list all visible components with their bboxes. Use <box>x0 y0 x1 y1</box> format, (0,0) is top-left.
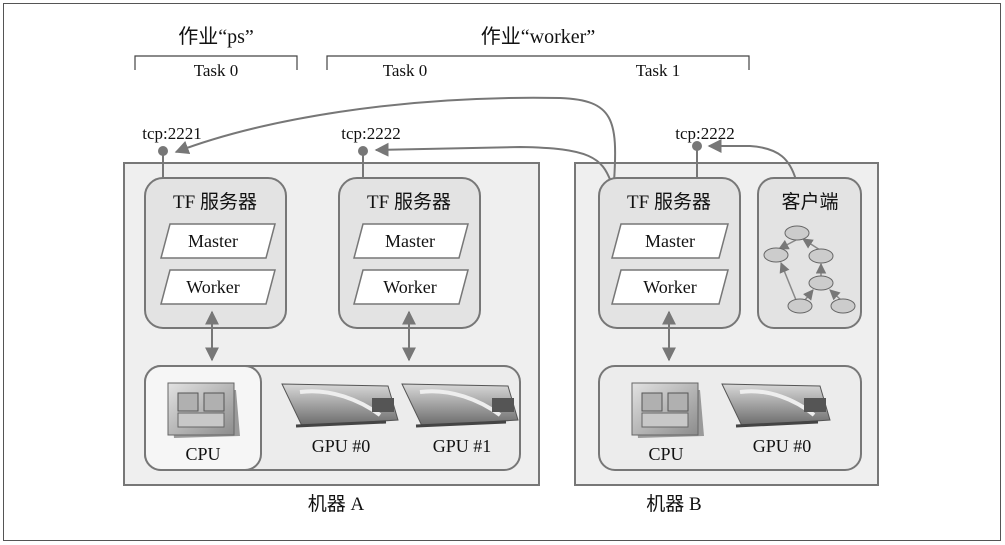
server-a-worker-master: Master <box>385 231 435 251</box>
job-worker-task-1: Task 1 <box>636 61 681 80</box>
client-graph-icon <box>763 225 856 314</box>
machine-b-gpu0-label: GPU #0 <box>753 436 812 456</box>
outer-frame <box>3 3 1001 541</box>
machine-b-cpu-icon <box>631 382 704 438</box>
client-title: 客户端 <box>781 191 838 213</box>
job-worker-task-0: Task 0 <box>383 61 428 80</box>
port-dot-a-ps <box>158 146 168 156</box>
machine-a-gpu1-icon <box>401 383 519 428</box>
port-dot-b-worker <box>692 141 702 151</box>
machine-a-gpu0-label: GPU #0 <box>312 436 371 456</box>
server-b-worker-worker: Worker <box>643 277 697 297</box>
server-a-ps-master: Master <box>188 231 238 251</box>
job-worker-bracket <box>326 55 750 70</box>
machine-b-label: 机器 B <box>646 493 701 515</box>
port-label-a-ps: tcp:2221 <box>142 124 202 143</box>
server-b-worker-worker-box <box>611 269 729 305</box>
server-a-ps-worker: Worker <box>186 277 240 297</box>
server-a-worker-master-box <box>353 223 469 259</box>
job-ps-bracket <box>134 55 298 70</box>
server-a-ps-worker-box <box>160 269 276 305</box>
job-worker-title: 作业“worker” <box>481 25 595 48</box>
port-label-a-worker: tcp:2222 <box>341 124 401 143</box>
server-a-worker-worker-box <box>353 269 469 305</box>
port-label-b-worker: tcp:2222 <box>675 124 735 143</box>
server-a-worker-title: TF 服务器 <box>367 191 451 213</box>
machine-a-label: 机器 A <box>308 493 365 515</box>
machine-b-gpu0-icon <box>721 383 831 428</box>
server-b-worker-title: TF 服务器 <box>627 191 711 213</box>
machine-a-gpu0-icon <box>281 383 399 428</box>
server-b-worker-master: Master <box>645 231 695 251</box>
server-a-ps-master-box <box>160 223 276 259</box>
server-a-worker-worker: Worker <box>383 277 437 297</box>
server-a-ps-title: TF 服务器 <box>173 191 257 213</box>
job-ps-title: 作业“ps” <box>178 25 254 48</box>
machine-a-cpu-icon <box>167 382 240 438</box>
arrow-worker1-to-ps <box>174 96 617 183</box>
job-ps-task-0: Task 0 <box>194 61 239 80</box>
arrow-client-to-worker1 <box>707 139 797 181</box>
machine-a-cpu-label: CPU <box>185 444 220 464</box>
port-dot-a-worker <box>358 146 368 156</box>
machine-a-gpu1-label: GPU #1 <box>433 436 492 456</box>
server-b-worker-master-box <box>611 223 729 259</box>
arrow-worker1-to-worker0 <box>374 142 612 183</box>
machine-b-cpu-label: CPU <box>648 444 683 464</box>
